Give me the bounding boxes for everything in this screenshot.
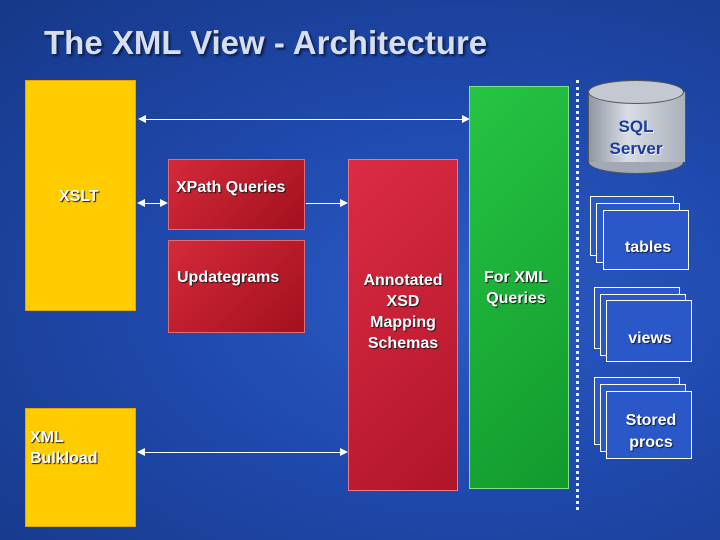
stored-procs-label: Stored procs <box>625 412 677 451</box>
connector-bulkload-xsd <box>145 452 341 453</box>
xslt-label: XSLT <box>59 188 99 205</box>
xslt-box: XSLT <box>25 80 136 311</box>
tables-label: tables <box>624 239 672 256</box>
tables-card-front <box>603 210 689 270</box>
stored-procs-card-front <box>606 391 692 459</box>
arrow-head-right <box>462 115 470 123</box>
for-xml-queries-label: For XML Queries <box>484 269 548 307</box>
arrow-head-left <box>138 115 146 123</box>
arrow-head-right <box>340 448 348 456</box>
arrow-head-left <box>137 199 145 207</box>
views-label: views <box>628 330 672 347</box>
xml-bulkload-label: XML Bulkload <box>30 429 98 467</box>
arrow-head-left <box>137 448 145 456</box>
sql-server-database-icon: SQL Server <box>588 80 686 174</box>
connector-xslt-xpath <box>145 203 161 204</box>
page-title: The XML View - Architecture <box>44 24 488 61</box>
xpath-queries-label: XPath Queries <box>176 179 286 196</box>
updategrams-box: Updategrams <box>168 240 305 333</box>
sql-server-label: SQL Server <box>609 117 663 158</box>
views-card-front <box>606 300 692 362</box>
database-cylinder-top <box>588 80 684 104</box>
updategrams-label: Updategrams <box>177 269 280 286</box>
annotated-xsd-mapping-label: Annotated XSD Mapping Schemas <box>363 272 443 352</box>
xml-bulkload-box: XML Bulkload <box>25 408 136 527</box>
connector-xslt-forxml <box>146 119 462 120</box>
xpath-queries-box: XPath Queries <box>168 159 305 230</box>
arrow-head-right <box>340 199 348 207</box>
for-xml-queries-box: For XML Queries <box>469 86 569 489</box>
connector-xpath-xsd <box>306 203 341 204</box>
annotated-xsd-mapping-box: Annotated XSD Mapping Schemas <box>348 159 458 491</box>
arrow-head-right <box>160 199 168 207</box>
server-boundary-divider <box>576 80 579 510</box>
